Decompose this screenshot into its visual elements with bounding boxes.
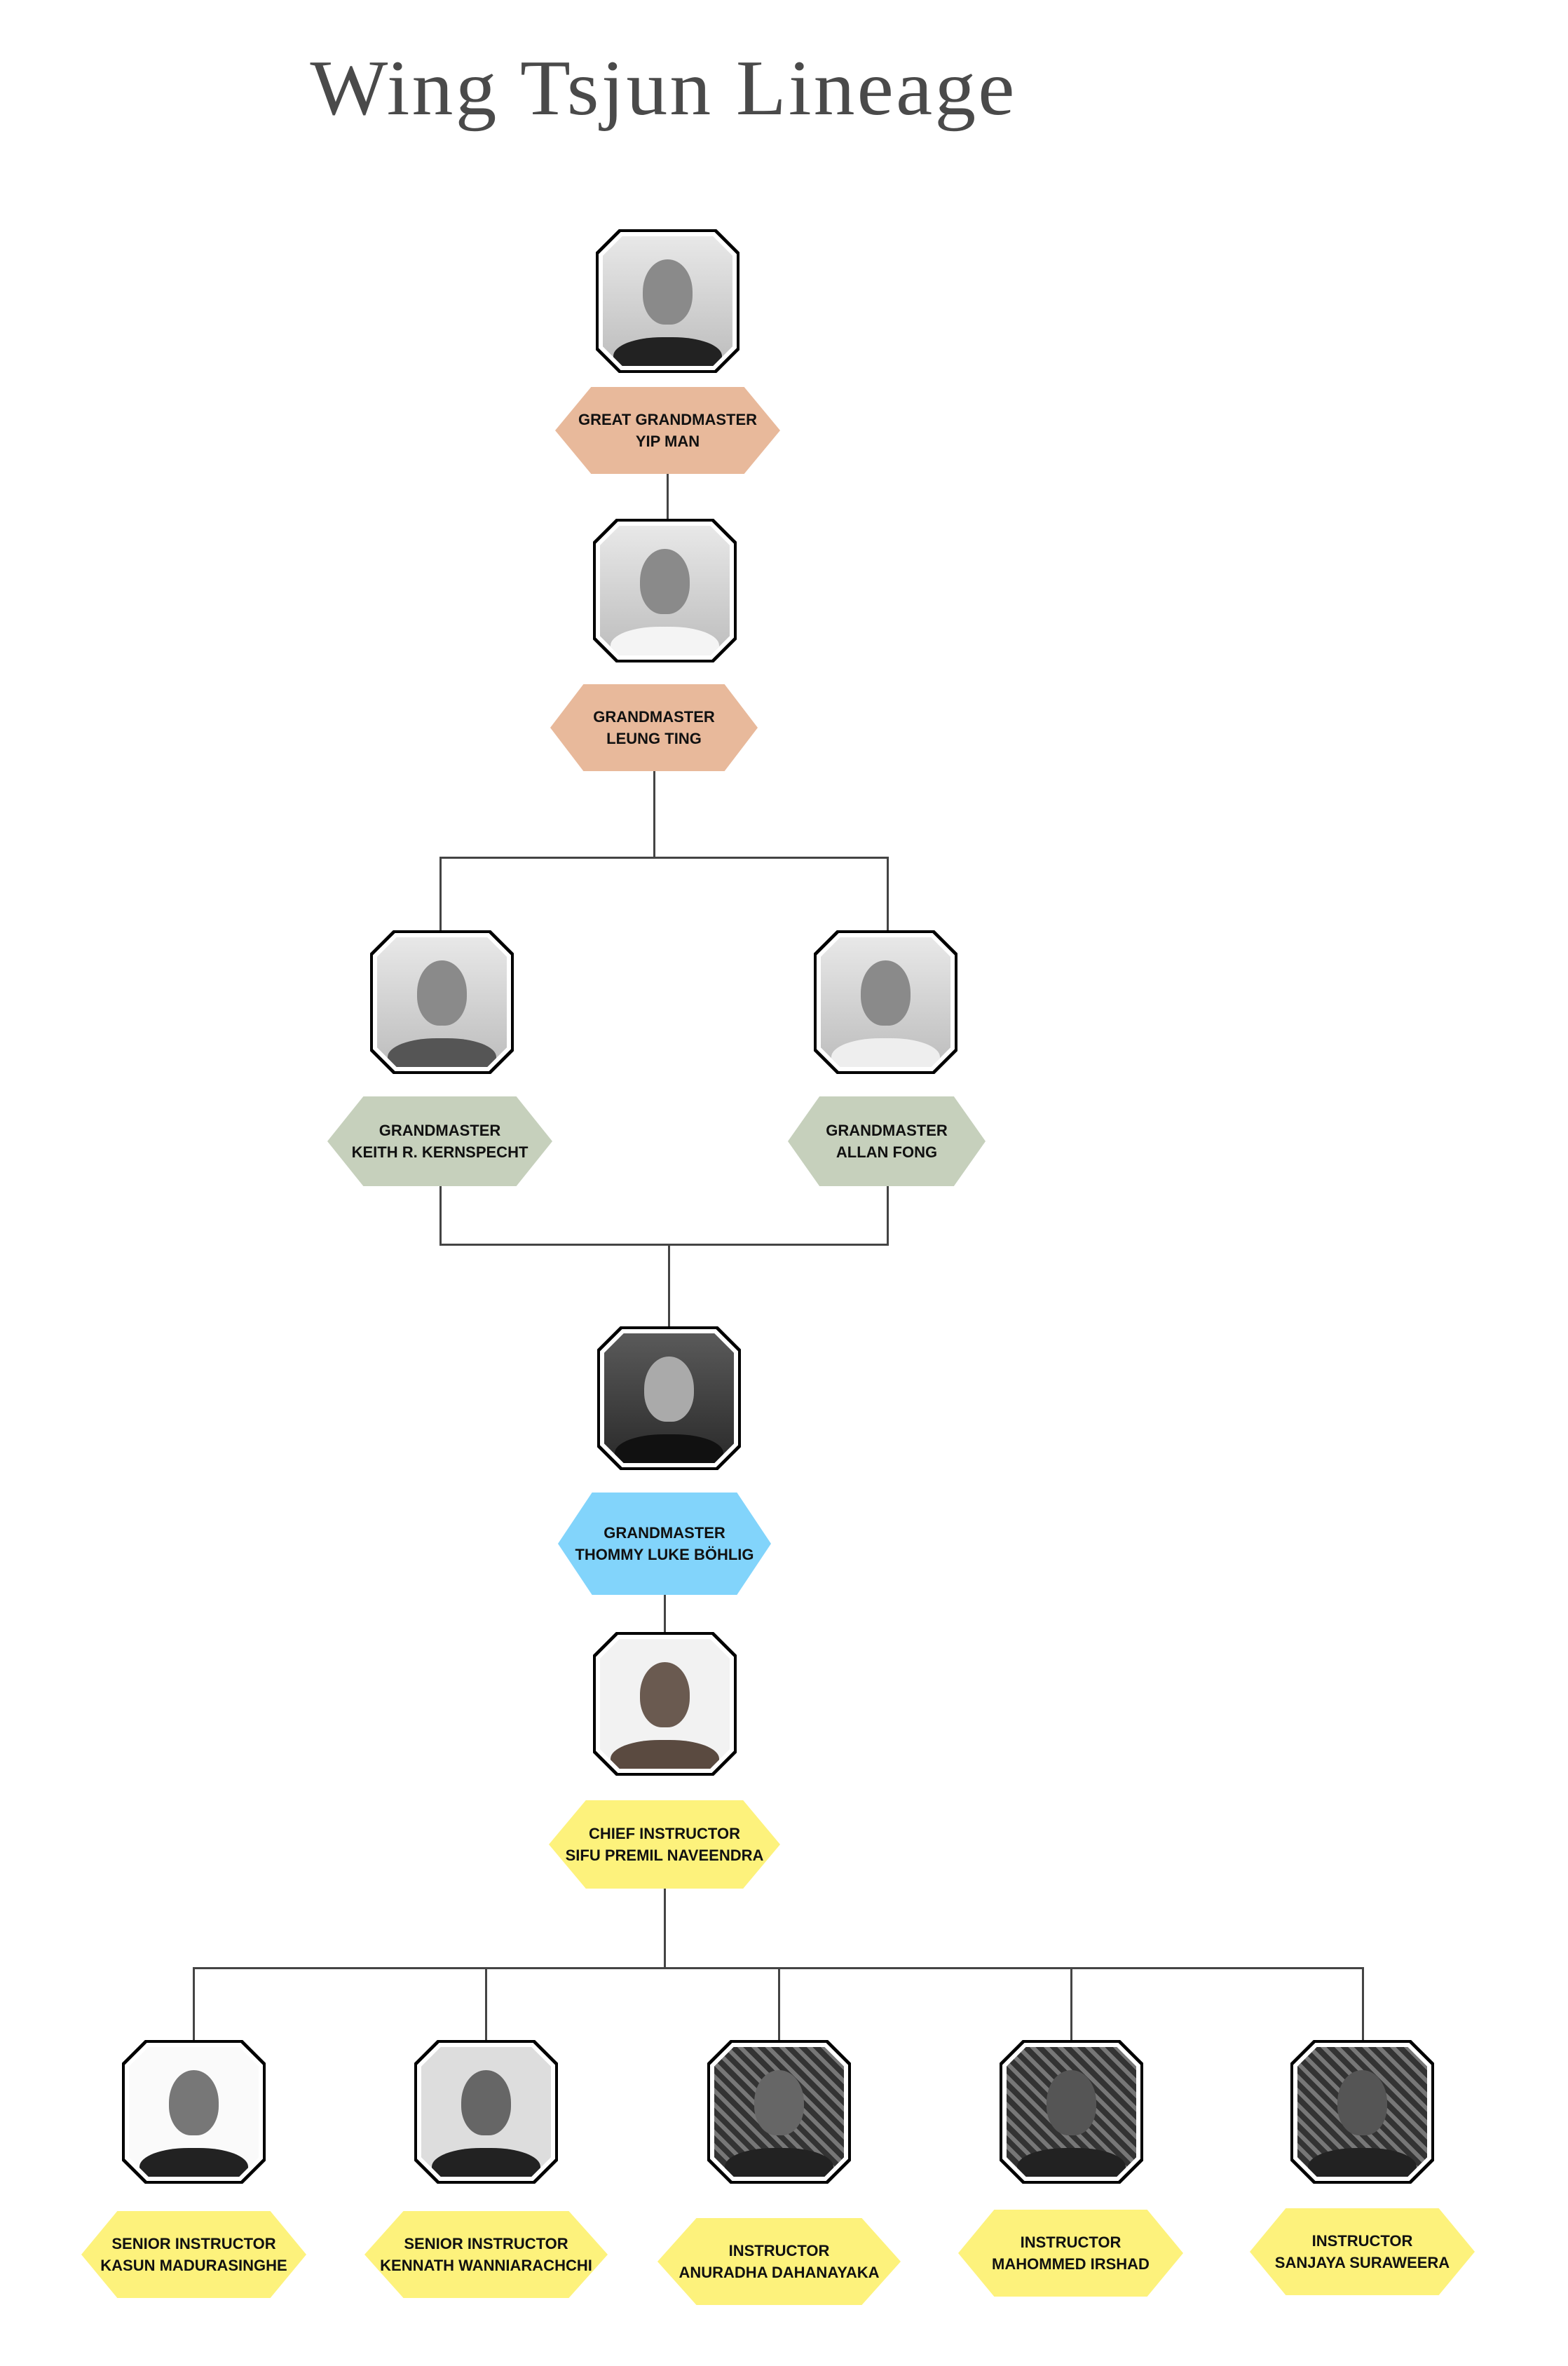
- label-instructor: SENIOR INSTRUCTOR KENNATH WANNIARACHCHI: [364, 2211, 608, 2298]
- label-instructor: INSTRUCTOR ANURADHA DAHANAYAKA: [657, 2218, 901, 2305]
- label-yip-man: GREAT GRANDMASTER YIP MAN: [555, 387, 780, 474]
- rank: SENIOR INSTRUCTOR: [111, 2235, 276, 2252]
- name: SANJAYA SURAWEERA: [1274, 2254, 1450, 2271]
- rank: GRANDMASTER: [379, 1122, 501, 1139]
- connector-line: [778, 1967, 780, 2041]
- label-instructor: INSTRUCTOR SANJAYA SURAWEERA: [1250, 2208, 1475, 2295]
- connector-line: [1362, 1967, 1364, 2041]
- name: ALLAN FONG: [836, 1143, 938, 1161]
- portrait-instructor: [122, 2040, 266, 2184]
- label-premil: CHIEF INSTRUCTOR SIFU PREMIL NAVEENDRA: [549, 1800, 780, 1889]
- name: KASUN MADURASINGHE: [100, 2257, 287, 2274]
- connector-line: [439, 1185, 442, 1245]
- name: THOMMY LUKE BÖHLIG: [575, 1546, 754, 1563]
- connector-line: [439, 1244, 889, 1246]
- rank: CHIEF INSTRUCTOR: [589, 1825, 740, 1842]
- label-instructor: SENIOR INSTRUCTOR KASUN MADURASINGHE: [81, 2211, 306, 2298]
- rank: GRANDMASTER: [604, 1524, 725, 1542]
- portrait-leung-ting: [593, 519, 737, 662]
- name: ANURADHA DAHANAYAKA: [679, 2264, 880, 2281]
- label-allan-fong: GRANDMASTER ALLAN FONG: [788, 1096, 986, 1186]
- connector-line: [439, 857, 442, 931]
- page-title: Wing Tsjun Lineage: [310, 45, 1017, 132]
- connector-line: [664, 1887, 666, 1969]
- connector-line: [887, 1185, 889, 1245]
- portrait-instructor: [414, 2040, 558, 2184]
- portrait-instructor: [1000, 2040, 1143, 2184]
- portrait-instructor: [707, 2040, 851, 2184]
- rank: GREAT GRANDMASTER: [578, 411, 758, 428]
- portrait-allan-fong: [814, 930, 957, 1074]
- name: MAHOMMED IRSHAD: [992, 2255, 1150, 2273]
- label-kernspecht: GRANDMASTER KEITH R. KERNSPECHT: [327, 1096, 552, 1186]
- connector-line: [193, 1967, 195, 2041]
- rank: SENIOR INSTRUCTOR: [404, 2235, 568, 2252]
- rank: INSTRUCTOR: [1311, 2232, 1413, 2250]
- connector-line: [1070, 1967, 1072, 2041]
- connector-line: [653, 771, 655, 858]
- rank: INSTRUCTOR: [728, 2242, 830, 2259]
- connector-line: [485, 1967, 487, 2041]
- label-bohlig: GRANDMASTER THOMMY LUKE BÖHLIG: [558, 1493, 771, 1595]
- name: KENNATH WANNIARACHCHI: [380, 2257, 592, 2274]
- name: KEITH R. KERNSPECHT: [351, 1143, 529, 1161]
- rank: GRANDMASTER: [826, 1122, 948, 1139]
- label-leung-ting: GRANDMASTER LEUNG TING: [550, 684, 758, 771]
- connector-line: [668, 1244, 670, 1328]
- connector-line: [887, 857, 889, 931]
- connector-line: [667, 474, 669, 520]
- portrait-kernspecht: [370, 930, 514, 1074]
- connector-line: [439, 857, 889, 859]
- name: SIFU PREMIL NAVEENDRA: [565, 1847, 764, 1864]
- rank: INSTRUCTOR: [1020, 2234, 1122, 2251]
- name: LEUNG TING: [606, 730, 702, 747]
- name: YIP MAN: [635, 433, 700, 450]
- portrait-instructor: [1290, 2040, 1434, 2184]
- connector-line: [664, 1594, 666, 1633]
- rank: GRANDMASTER: [593, 708, 715, 726]
- portrait-bohlig: [597, 1326, 741, 1470]
- portrait-yip-man: [596, 229, 739, 373]
- portrait-premil: [593, 1632, 737, 1776]
- label-instructor: INSTRUCTOR MAHOMMED IRSHAD: [958, 2210, 1183, 2297]
